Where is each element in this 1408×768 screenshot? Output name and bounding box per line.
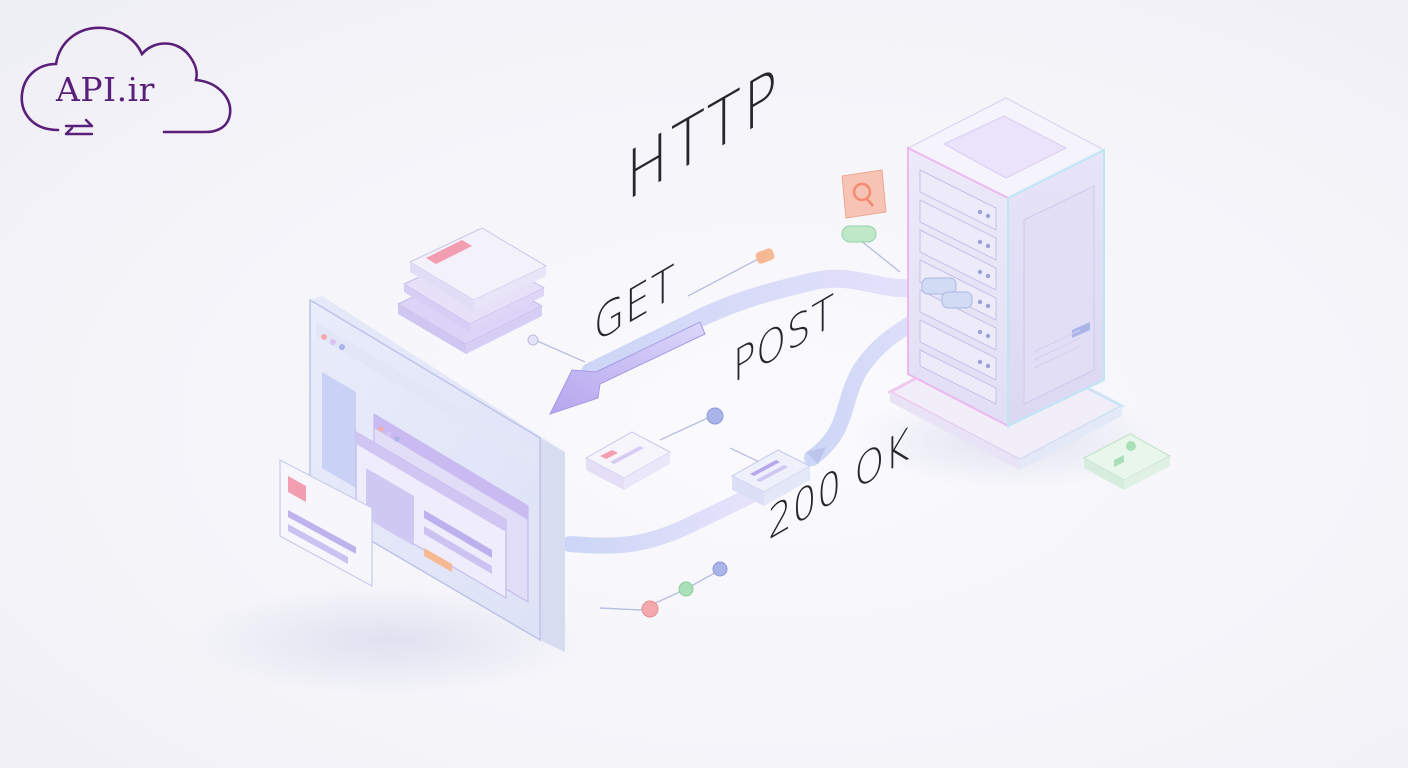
node-purple <box>706 407 724 425</box>
message-card-icon <box>584 431 672 490</box>
connector-nodes <box>527 248 775 618</box>
content-card-icon <box>279 459 373 588</box>
logo-text: API.ir <box>56 70 155 109</box>
get-arrow-icon <box>549 321 706 415</box>
payload-card-icon <box>730 449 812 506</box>
node-purple <box>527 334 539 346</box>
server-rack-icon <box>886 97 1126 470</box>
api-ir-logo[interactable]: API.ir <box>18 18 234 140</box>
monitor-shadow <box>190 585 590 695</box>
browser-window-icon <box>309 296 565 652</box>
response-pipe <box>562 488 758 554</box>
stacked-tiles-icon <box>396 227 548 354</box>
cloud-icon <box>20 26 232 136</box>
request-pipe <box>581 269 939 381</box>
user-profile-icon <box>1082 433 1172 490</box>
search-icon <box>841 169 887 243</box>
node-purple <box>712 561 728 577</box>
post-arrow-icon <box>806 447 826 464</box>
transfer-arrows-icon <box>64 118 94 136</box>
connector-lines <box>534 239 901 611</box>
node-red <box>641 600 659 618</box>
node-green <box>678 581 694 597</box>
